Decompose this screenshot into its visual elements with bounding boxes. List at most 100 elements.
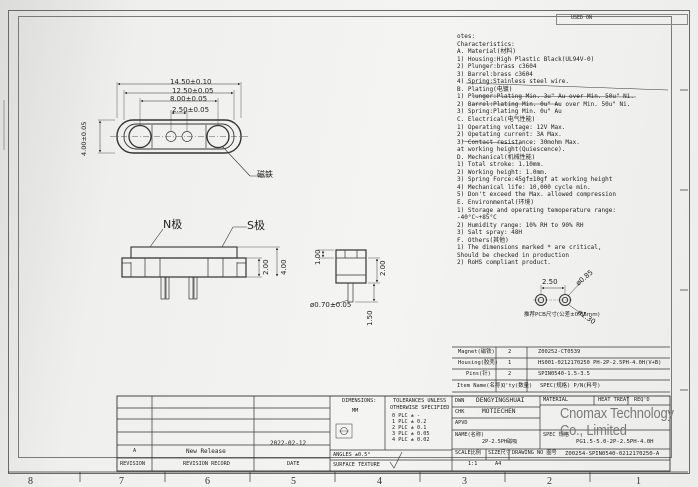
notes-line: 3) Contact resistance: 30mohm Max. bbox=[457, 138, 580, 146]
tolerances-label: TOLERANCES UNLESS bbox=[393, 398, 447, 404]
surface-label: SURFACE TEXTURE bbox=[333, 462, 380, 468]
drawing-no-label: DRAWING NO 图号 bbox=[512, 450, 557, 456]
material-label: MATERIAL bbox=[543, 397, 568, 403]
grid-number: 7 bbox=[119, 476, 124, 487]
notes-line: B. Plating(电镀) bbox=[457, 85, 513, 93]
notes-line: 1) Plunger:Plating Min. 3u" Au over Min.… bbox=[457, 93, 635, 101]
reqd-label: REQ'D bbox=[634, 397, 650, 403]
dim-side-2b: 2.00 bbox=[379, 260, 387, 276]
notes-line: 1) The dimensions marked * are critical, bbox=[457, 244, 602, 252]
pcb-caption: 推荐PCB尺寸(公差±0.05mm) bbox=[524, 312, 600, 318]
grid-number: 8 bbox=[28, 476, 33, 487]
heat-treat-label: HEAT TREAT bbox=[598, 397, 630, 403]
notes-line: 2) Working height: 1.0mm. bbox=[457, 168, 548, 176]
grid-number: 3 bbox=[462, 476, 467, 487]
notes-line: 1) Storage and operating temoperature ra… bbox=[457, 206, 616, 214]
tol-row: 1 PLC ± 0.2 bbox=[392, 419, 427, 425]
notes-line: 2) Barrel:Plating Min. 0u" Au over Min. … bbox=[457, 100, 631, 108]
rev-a: A bbox=[133, 448, 137, 454]
notes-line: 1) Operating voltage: 12V Max. bbox=[457, 123, 566, 131]
dim-outer-length: 12.50±0.05 bbox=[172, 87, 214, 95]
notes-block: otes: Characteristics: A. Material(材料) 1… bbox=[457, 33, 634, 267]
bom-row-qty: 2 bbox=[508, 371, 512, 377]
angles-label: ANGLES ±0.5° bbox=[333, 452, 371, 458]
notes-line: 2) Opetating current: 3A Max. bbox=[457, 131, 562, 139]
tol-row: 3 PLC ± 0.05 bbox=[392, 431, 430, 437]
scale-value: 1:1 bbox=[468, 461, 478, 467]
bom-row-part: SPIN0540-1.5-3.5 bbox=[538, 371, 590, 377]
chk-label: CHK bbox=[455, 409, 465, 415]
new-release: New Release bbox=[186, 448, 226, 455]
used-on-label: USED ON bbox=[571, 15, 593, 21]
tol-row: 2 PLC ± 0.1 bbox=[392, 425, 427, 431]
n-pole-label: N极 bbox=[163, 218, 183, 231]
name-label: NAME(名称) bbox=[455, 432, 485, 438]
spec-value: PG1.5-5.0-2P-2.5PH-4.0H bbox=[576, 439, 654, 445]
dimensions-label: DIMENSIONS: bbox=[342, 398, 377, 404]
notes-line: 3) Barrel:brass c3604 bbox=[457, 70, 533, 78]
notes-line: 3) Spring Force:45gf±10gf at working hei… bbox=[457, 176, 613, 184]
bom-row-name: Housing(胶壳) bbox=[458, 360, 498, 366]
notes-line: E. Environmental(环境) bbox=[457, 199, 535, 207]
dim-pin-diameter: ø0.70±0.05 bbox=[310, 301, 352, 309]
drawing-frame bbox=[18, 16, 672, 458]
size-value: A4 bbox=[495, 461, 502, 467]
company-name: Cnomax Technology Co., Limited bbox=[560, 405, 674, 439]
dim-side-1: 1.00 bbox=[314, 249, 322, 265]
bom-row-name: Pins(针) bbox=[466, 371, 491, 377]
grid-number: 6 bbox=[205, 476, 210, 487]
notes-line: D. Mechanical(机械性能) bbox=[457, 153, 536, 161]
bom-row-name: Magnet(磁铁) bbox=[458, 349, 495, 355]
dim-pin-pitch: 2.50±0.05 bbox=[172, 106, 210, 114]
notes-line: 5) Don't exceed the Max. allowed compres… bbox=[457, 191, 616, 199]
dwn-label: DWN bbox=[455, 398, 465, 404]
notes-heading: otes: bbox=[457, 33, 476, 40]
release-date: 2022-02-12 bbox=[270, 440, 307, 447]
revision-label: REVISION bbox=[120, 461, 145, 467]
bom-row-qty: 2 bbox=[508, 349, 512, 355]
notes-line: 3) Salt spray: 48H bbox=[457, 229, 523, 237]
grid-number: 5 bbox=[291, 476, 296, 487]
notes-line: A. Material(材料) bbox=[457, 48, 516, 56]
bom-row-qty: 1 bbox=[508, 360, 512, 366]
dim-side-2: 2.00 bbox=[262, 259, 270, 275]
notes-line: at working height(Quiescence). bbox=[457, 146, 566, 154]
grid-number: 4 bbox=[377, 476, 382, 487]
scale-label: SCALE比例 bbox=[455, 450, 481, 456]
otherwise-label: OTHERWISE SPECIFIED bbox=[390, 405, 450, 411]
bom-row-part: HS001-0212170250 PH-2P-2.5PH-4.0H(V+B) bbox=[538, 360, 662, 366]
s-pole-label: S极 bbox=[247, 219, 265, 232]
drawer-name: DENGYINGSHUAI bbox=[476, 397, 525, 404]
spec-label: SPEC 规格 bbox=[543, 432, 569, 438]
notes-line: -40°C~+85°C bbox=[457, 214, 497, 222]
notes-line: 3) Spring:Plating Min. 0u" Au bbox=[457, 108, 562, 116]
revision-record-label: REVISION RECORD bbox=[183, 461, 230, 467]
drawing-sheet-border bbox=[8, 10, 690, 474]
grid-number: 1 bbox=[636, 476, 641, 487]
notes-line: 2) RoHS compliant product. bbox=[457, 259, 551, 267]
notes-line: F. Others(其他) bbox=[457, 236, 509, 244]
bom-header-name: Item Name(名称) bbox=[457, 383, 504, 389]
dim-side-4: 4.00 bbox=[280, 259, 288, 275]
date-label: DATE bbox=[287, 461, 300, 467]
drawing-number: Z00254-SPIN0540-0212170250-A bbox=[565, 451, 660, 457]
magnet-label: 磁铁 bbox=[257, 170, 273, 179]
checker-name: MOTIECHEN bbox=[482, 408, 516, 415]
notes-line: 2) Humidity range: 10% RH to 90% RH bbox=[457, 221, 584, 229]
notes-line: C. Electrical(电气性能) bbox=[457, 116, 536, 124]
grid-number: 2 bbox=[547, 476, 552, 487]
dimensions-unit: MM bbox=[352, 408, 359, 414]
notes-line: Should be checked in production bbox=[457, 251, 569, 259]
notes-line: 2) Plunger:brass c3604 bbox=[457, 63, 537, 71]
size-label: SIZE尺寸 bbox=[488, 450, 511, 456]
apvd-label: APVD bbox=[455, 420, 468, 426]
pcb-pitch: 2.50 bbox=[542, 278, 558, 286]
dim-side-1-5: 1.50 bbox=[366, 310, 374, 326]
bom-row-part: Z00252-CT0539 bbox=[538, 349, 581, 355]
tol-row: 0 PLC ± - bbox=[392, 413, 421, 419]
dim-height: 4.00±0.05 bbox=[80, 121, 88, 156]
dim-overall-width: 14.50±0.10 bbox=[170, 78, 212, 86]
tol-row: 4 PLC ± 0.02 bbox=[392, 437, 430, 443]
